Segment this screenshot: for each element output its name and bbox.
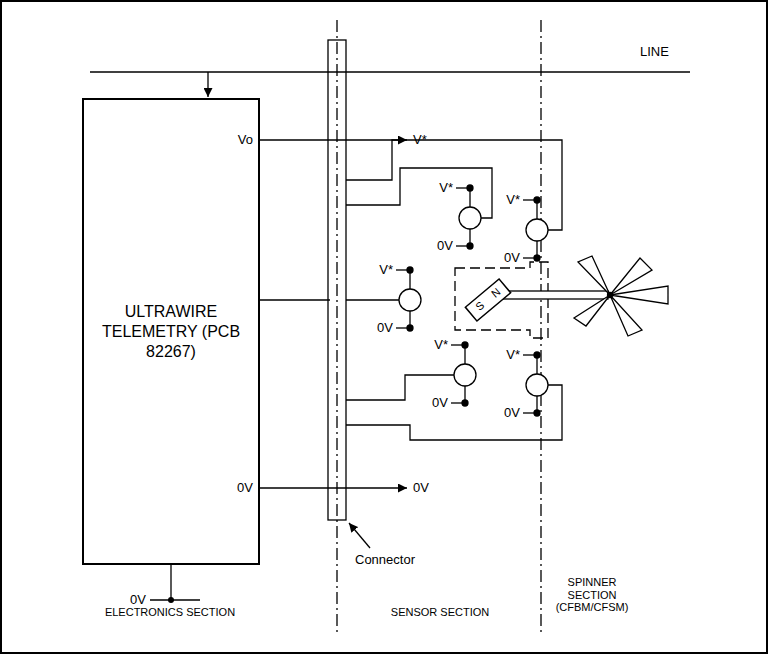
line-label: LINE xyxy=(640,45,669,60)
connector xyxy=(328,40,346,520)
supply-arrow xyxy=(207,72,208,97)
hall-sensor xyxy=(526,219,548,241)
junction-dot xyxy=(534,255,540,261)
junction-dot xyxy=(168,597,174,603)
supply-label: V* xyxy=(506,348,520,363)
supply-label: V* xyxy=(439,181,453,196)
supply-label: V* xyxy=(379,263,393,278)
section-label: SPINNER SECTION (CFBM/CFSM) xyxy=(551,576,633,614)
board-title: ULTRAWIRE TELEMETRY (PCB 82267) xyxy=(101,302,241,362)
supply-label: V* xyxy=(506,193,520,208)
sensor-wire xyxy=(346,140,562,230)
junction-dot xyxy=(462,342,468,348)
pin-label: 0V xyxy=(237,481,253,496)
hall-sensor xyxy=(526,374,548,396)
supply-label: V* xyxy=(434,338,448,353)
connector-label: Connector xyxy=(355,553,415,568)
magnet-housing xyxy=(455,262,548,338)
junction-dot xyxy=(407,325,413,331)
section-label: ELECTRONICS SECTION xyxy=(105,606,235,619)
leader-line xyxy=(349,523,370,548)
hall-sensor xyxy=(399,289,421,311)
line-wire xyxy=(90,71,690,72)
ground-label: 0V xyxy=(413,481,429,496)
vo-arrow xyxy=(260,139,407,140)
supply-label: V* xyxy=(413,133,427,148)
section-divider xyxy=(540,20,541,632)
junction-dot xyxy=(534,410,540,416)
junction-dot xyxy=(534,352,540,358)
junction-dot xyxy=(534,197,540,203)
ground-label: 0V xyxy=(504,406,520,421)
magnet xyxy=(465,279,510,321)
junction-dot xyxy=(407,267,413,273)
signal-wire xyxy=(260,299,330,300)
ground-wire xyxy=(150,599,200,600)
ground-label: 0V xyxy=(377,321,393,336)
pin-label: Vo xyxy=(238,133,253,148)
telemetry-board: ULTRAWIRE TELEMETRY (PCB 82267) xyxy=(82,98,260,565)
ground-label: 0V xyxy=(130,593,146,608)
ground-label: 0V xyxy=(437,239,453,254)
junction-dot xyxy=(467,185,473,191)
ground-label: 0V xyxy=(432,396,448,411)
sensor-wire xyxy=(346,299,399,300)
junction-dot xyxy=(467,243,473,249)
propeller xyxy=(574,256,668,336)
ground-label: 0V xyxy=(504,251,520,266)
zero-volt-arrow xyxy=(260,487,407,488)
ground-wire xyxy=(170,565,171,600)
spinner-shaft xyxy=(500,291,608,299)
section-label: SENSOR SECTION xyxy=(391,606,489,619)
hall-sensor xyxy=(459,207,481,229)
junction-dot xyxy=(462,400,468,406)
hall-sensor xyxy=(454,364,476,386)
section-divider xyxy=(336,20,337,632)
